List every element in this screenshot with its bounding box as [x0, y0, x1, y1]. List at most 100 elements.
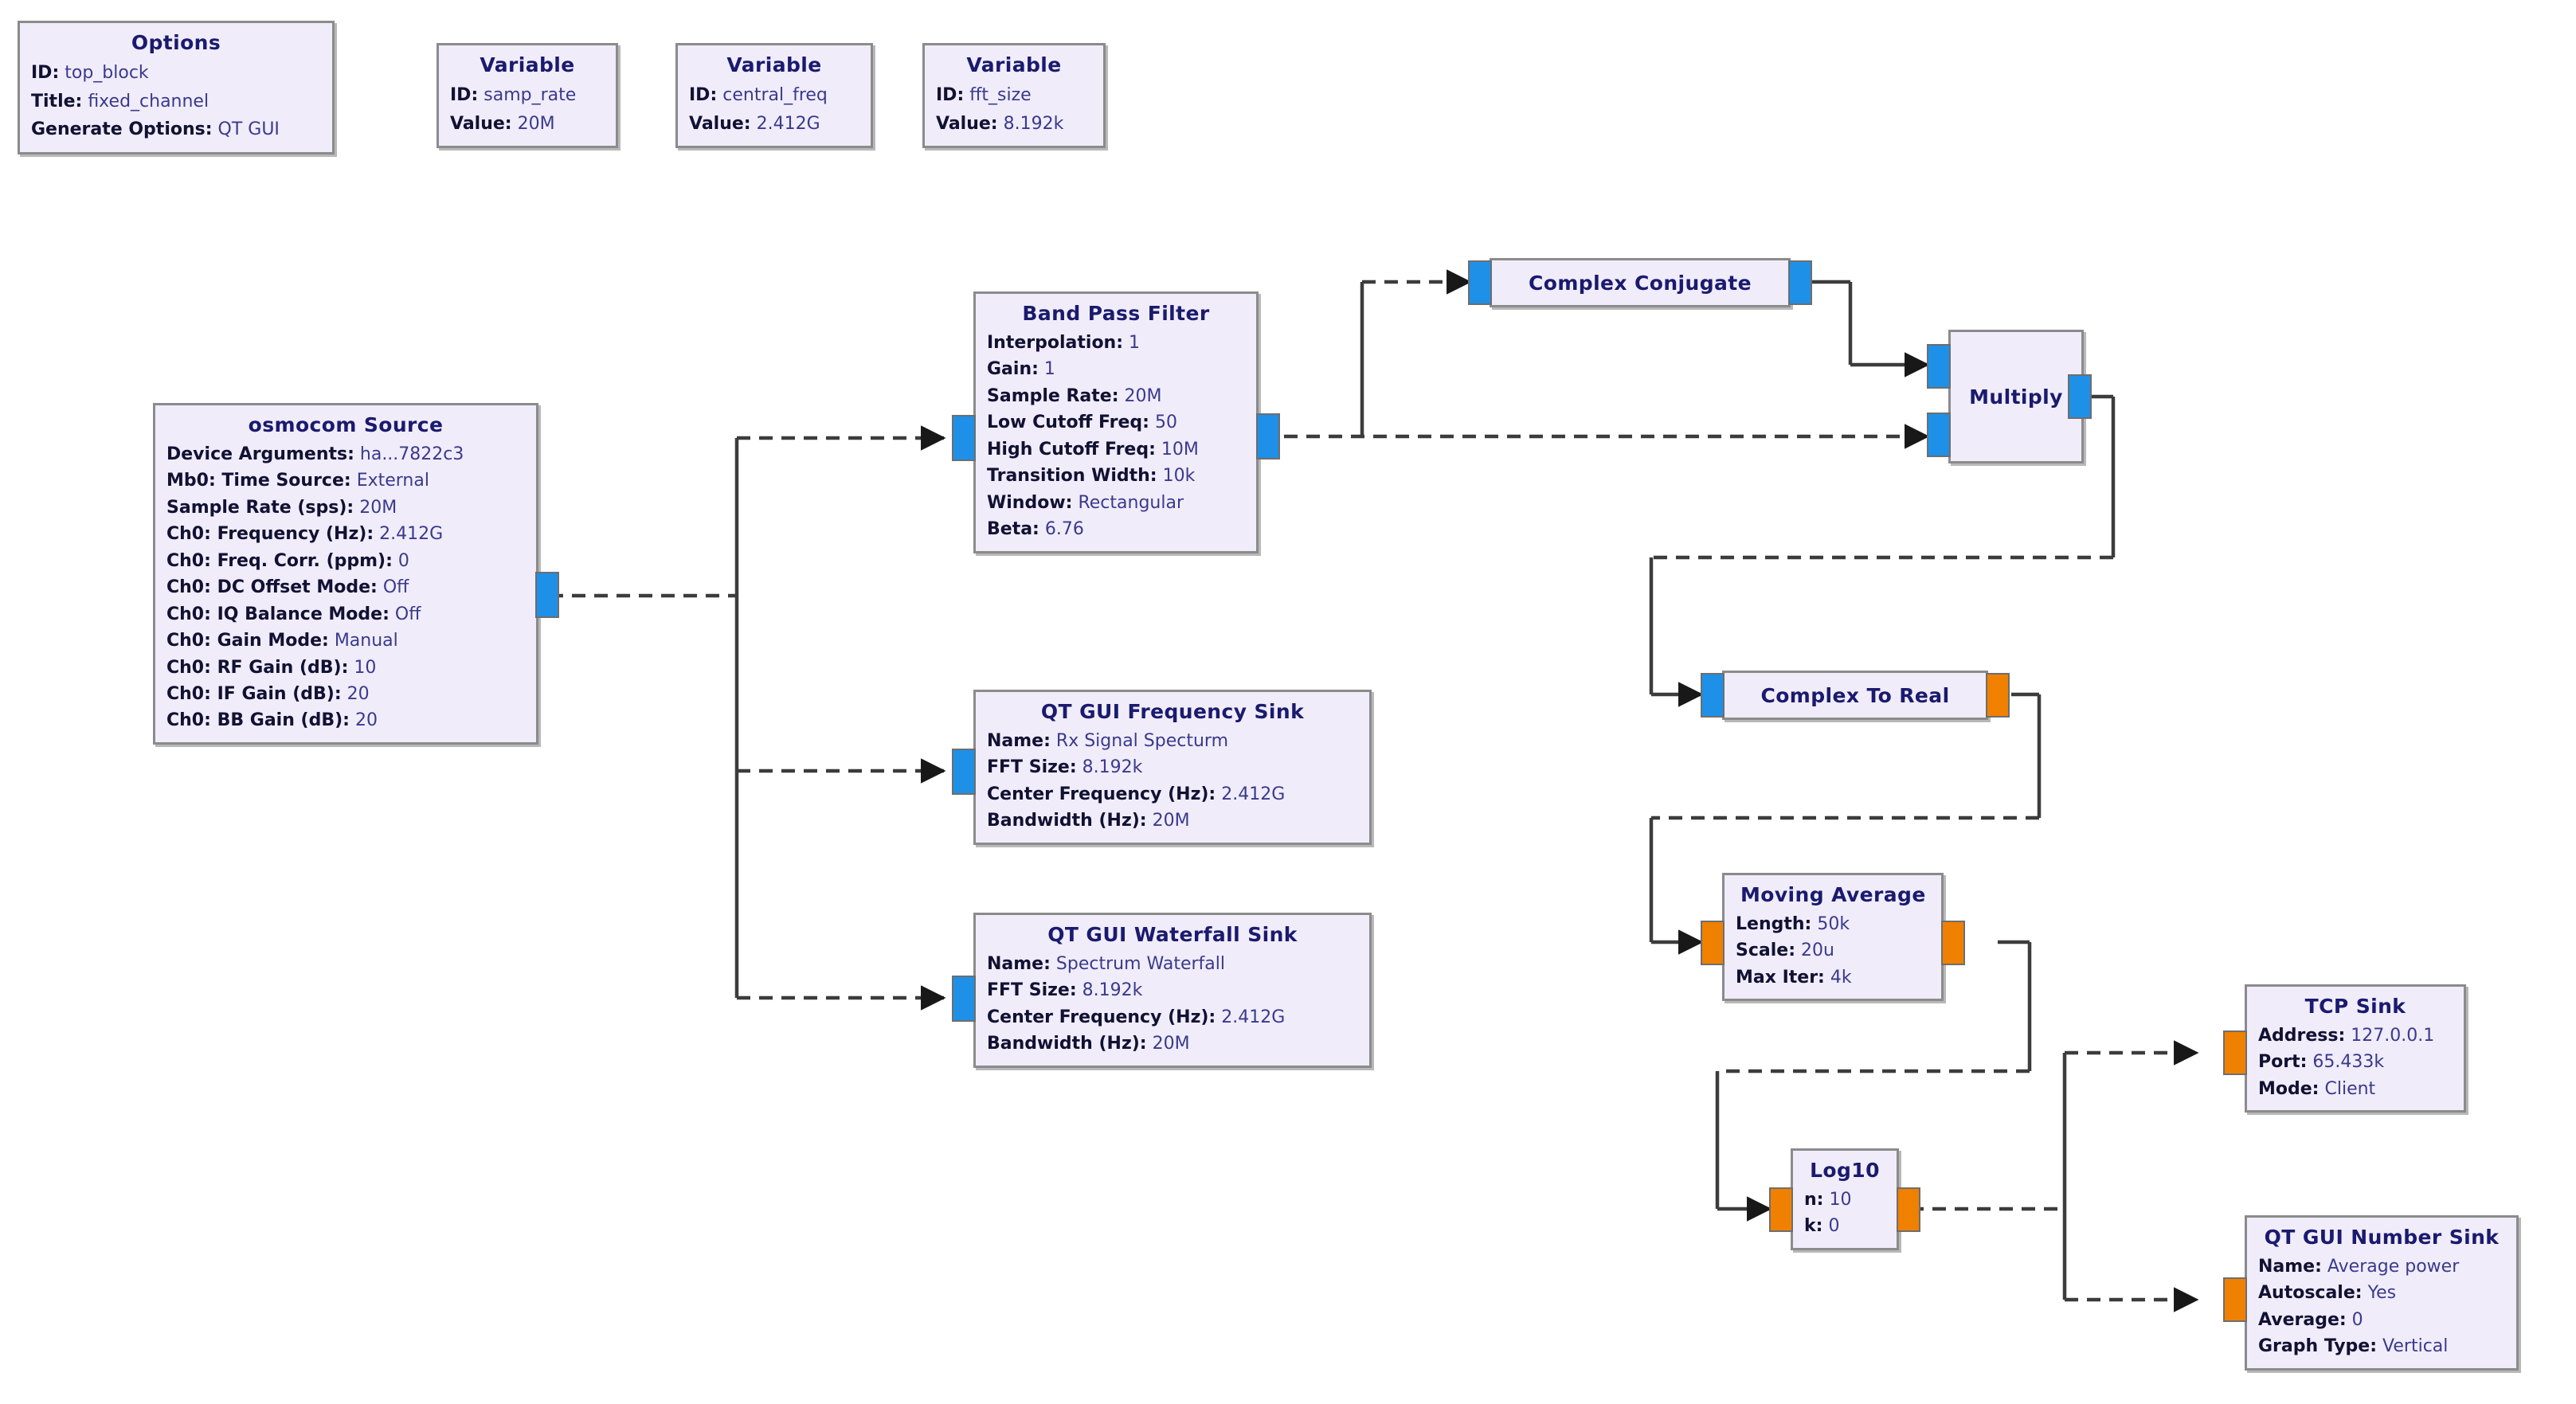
block-variable-fft-size[interactable]: Variable ID: fft_size Value: 8.192k	[922, 43, 1106, 149]
param-key: Ch0: DC Offset Mode:	[166, 577, 378, 598]
param-value: 0	[1828, 1216, 1840, 1237]
param-value: 20u	[1801, 941, 1834, 961]
param-value: 10	[354, 657, 377, 678]
param-value: 10M	[1161, 439, 1199, 460]
block-qt-gui-frequency-sink[interactable]: QT GUI Frequency Sink Name: Rx Signal Sp…	[973, 690, 1372, 845]
param-row: Mode: Client	[2258, 1076, 2453, 1102]
param-row: High Cutoff Freq: 10M	[987, 436, 1245, 463]
block-log10[interactable]: Log10 n: 10 k: 0	[1791, 1148, 1899, 1250]
param-value: 20	[354, 710, 378, 731]
block-multiply[interactable]: Multiply	[1948, 330, 2084, 463]
param-key: Name:	[987, 954, 1051, 974]
param-row: Device Arguments: ha...7822c3	[166, 441, 525, 467]
block-band-pass-filter[interactable]: Band Pass Filter Interpolation: 1 Gain: …	[973, 291, 1259, 553]
block-variable-samp-rate[interactable]: Variable ID: samp_rate Value: 20M	[437, 43, 618, 149]
block-qt-gui-waterfall-sink-params: Name: Spectrum Waterfall FFT Size: 8.192…	[987, 951, 1358, 1058]
param-key: Ch0: IF Gain (dB):	[166, 683, 342, 704]
param-value: 1	[1129, 333, 1141, 353]
param-value: 0	[397, 550, 409, 571]
param-row: Ch0: BB Gain (dB): 20	[166, 707, 525, 733]
port-band-pass-filter-out0[interactable]	[1256, 413, 1280, 460]
param-value: Spectrum Waterfall	[1055, 954, 1225, 974]
block-complex-to-real[interactable]: Complex To Real	[1722, 671, 1988, 720]
param-key: Mode:	[2258, 1078, 2320, 1099]
param-key: Sample Rate:	[987, 385, 1119, 406]
param-key: Name:	[987, 731, 1051, 751]
param-row: Address: 127.0.0.1	[2258, 1023, 2453, 1049]
port-multiply-in0[interactable]	[1927, 344, 1951, 389]
param-key: Ch0: Frequency (Hz):	[166, 524, 374, 545]
param-row: Beta: 6.76	[987, 516, 1245, 542]
param-value: 20M	[359, 497, 397, 518]
port-log10-out0[interactable]	[1897, 1187, 1920, 1232]
param-key: Mb0: Time Source:	[166, 471, 351, 491]
param-value: 0	[2351, 1309, 2363, 1330]
param-key: Value:	[450, 113, 512, 134]
param-row: Low Cutoff Freq: 50	[987, 409, 1245, 436]
param-key: Low Cutoff Freq:	[987, 413, 1149, 433]
param-value: QT GUI	[217, 119, 280, 140]
block-tcp-sink-params: Address: 127.0.0.1 Port: 65.433k Mode: C…	[2258, 1023, 2453, 1102]
block-band-pass-filter-title: Band Pass Filter	[1022, 302, 1210, 325]
block-qt-gui-waterfall-sink[interactable]: QT GUI Waterfall Sink Name: Spectrum Wat…	[973, 913, 1372, 1068]
port-qt-gui-waterfall-sink-in0[interactable]	[952, 976, 976, 1022]
block-complex-conjugate[interactable]: Complex Conjugate	[1490, 258, 1791, 307]
param-value: 1	[1043, 359, 1055, 380]
param-row: Bandwidth (Hz): 20M	[987, 1031, 1358, 1057]
port-band-pass-filter-in0[interactable]	[952, 415, 976, 461]
block-tcp-sink[interactable]: TCP Sink Address: 127.0.0.1 Port: 65.433…	[2245, 984, 2466, 1113]
param-value: samp_rate	[483, 85, 577, 105]
param-row: Name: Spectrum Waterfall	[987, 951, 1358, 977]
block-moving-average[interactable]: Moving Average Length: 50k Scale: 20u Ma…	[1722, 873, 1944, 1002]
port-moving-average-in0[interactable]	[1701, 921, 1725, 965]
port-multiply-out0[interactable]	[2068, 374, 2092, 419]
param-key: Center Frequency (Hz):	[987, 784, 1216, 804]
param-row: ID: fft_size	[936, 81, 1092, 110]
port-log10-in0[interactable]	[1769, 1187, 1793, 1232]
param-row: Interpolation: 1	[987, 330, 1245, 356]
param-row: Mb0: Time Source: External	[166, 467, 525, 494]
param-key: n:	[1804, 1190, 1824, 1210]
param-key: Graph Type:	[2258, 1336, 2378, 1357]
param-row: Title: fixed_channel	[31, 88, 321, 116]
param-key: Bandwidth (Hz):	[987, 1034, 1147, 1054]
block-osmocom-source[interactable]: osmocom Source Device Arguments: ha...78…	[153, 403, 538, 745]
param-key: Window:	[987, 492, 1073, 513]
block-variable-central-freq[interactable]: Variable ID: central_freq Value: 2.412G	[675, 43, 873, 149]
block-multiply-title: Multiply	[1969, 385, 2063, 409]
port-moving-average-out0[interactable]	[1941, 921, 1965, 965]
param-key: ID:	[31, 63, 60, 83]
param-value: Client	[2324, 1078, 2376, 1099]
param-row: Graph Type: Vertical	[2258, 1333, 2505, 1359]
port-complex-to-real-out0[interactable]	[1986, 673, 2010, 718]
param-row: Window: Rectangular	[987, 490, 1245, 516]
block-variable-central-freq-params: ID: central_freq Value: 2.412G	[689, 81, 859, 138]
port-tcp-sink-in0[interactable]	[2223, 1031, 2247, 1075]
port-osmocom-source-out0[interactable]	[535, 572, 559, 618]
port-qt-gui-number-sink-in0[interactable]	[2223, 1277, 2247, 1322]
param-key: Transition Width:	[987, 466, 1157, 487]
param-key: Name:	[2258, 1257, 2322, 1277]
param-key: Interpolation:	[987, 333, 1124, 353]
param-row: Ch0: RF Gain (dB): 10	[166, 655, 525, 681]
port-complex-conjugate-in0[interactable]	[1468, 260, 1492, 305]
param-row: Name: Rx Signal Specturm	[987, 728, 1358, 754]
port-complex-to-real-in0[interactable]	[1701, 673, 1725, 718]
block-options[interactable]: Options ID: top_block Title: fixed_chann…	[18, 21, 335, 154]
param-value: top_block	[65, 63, 149, 83]
port-qt-gui-frequency-sink-in0[interactable]	[952, 749, 976, 795]
port-multiply-in1[interactable]	[1927, 413, 1951, 457]
param-row: Ch0: IQ Balance Mode: Off	[166, 601, 525, 628]
param-row: Value: 8.192k	[936, 110, 1092, 139]
param-value: Rectangular	[1078, 492, 1184, 513]
param-key: FFT Size:	[987, 980, 1077, 1001]
param-value: 10	[1829, 1190, 1852, 1210]
param-value: 20M	[1152, 811, 1190, 831]
param-value: 10k	[1162, 466, 1196, 487]
port-complex-conjugate-out0[interactable]	[1788, 260, 1812, 305]
param-row: Value: 20M	[450, 110, 605, 139]
param-value: 20M	[517, 113, 555, 134]
block-qt-gui-number-sink[interactable]: QT GUI Number Sink Name: Average power A…	[2245, 1215, 2519, 1371]
param-value: Average power	[2327, 1257, 2460, 1277]
